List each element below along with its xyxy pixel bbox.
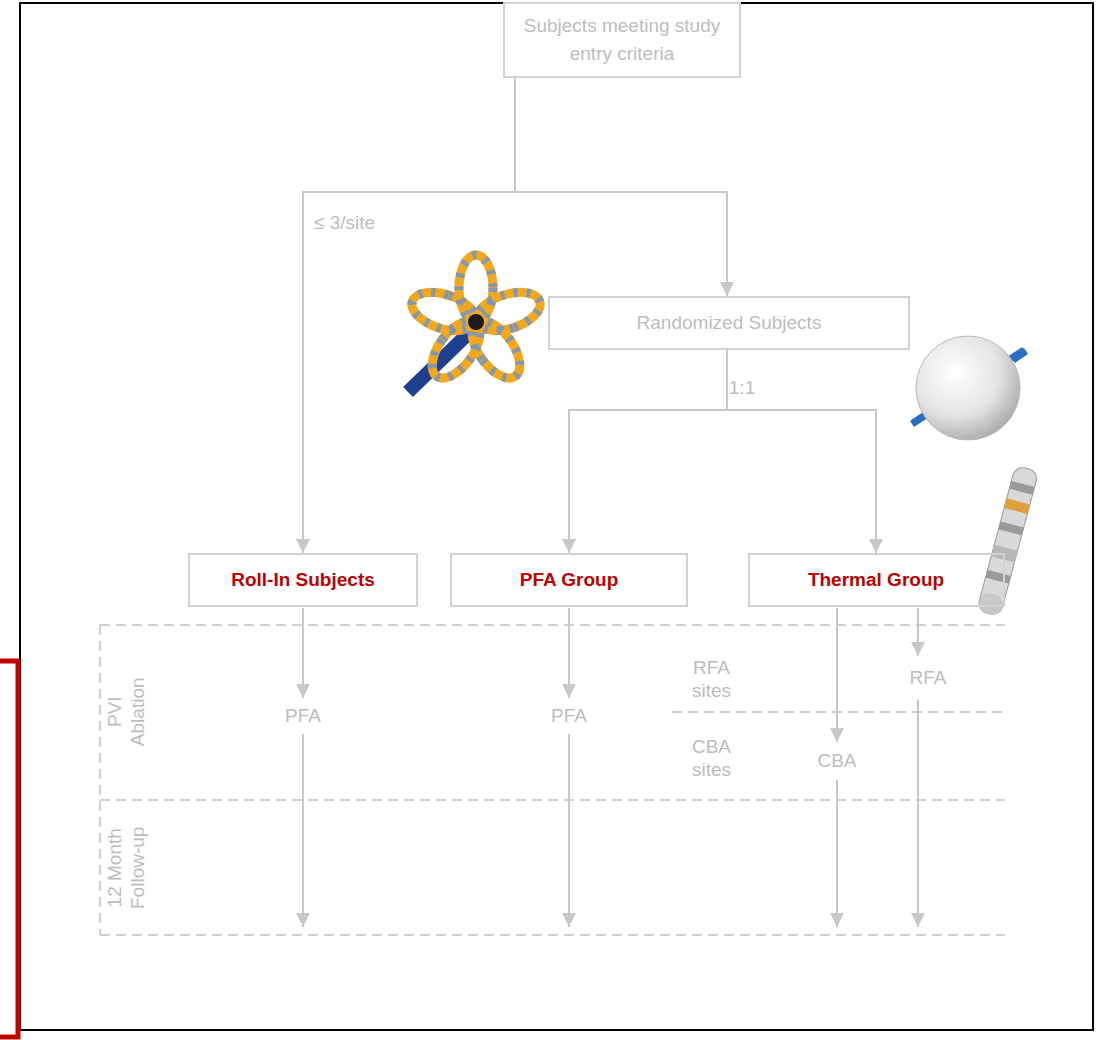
treatment-label: PFA xyxy=(551,705,588,728)
rf-catheter-icon xyxy=(977,465,1039,616)
band-edge xyxy=(99,625,101,935)
phase-label: PVI Ablation xyxy=(104,667,150,757)
pfa-catheter-icon xyxy=(407,255,545,392)
connector xyxy=(569,350,727,553)
band-line xyxy=(100,624,1005,626)
group-box: Thermal Group xyxy=(748,553,1005,607)
connector xyxy=(303,78,515,553)
site-label: RFA sites xyxy=(686,657,738,703)
balloon-tab xyxy=(913,416,924,423)
phase-bands xyxy=(100,625,1005,935)
flow-lines xyxy=(303,608,918,927)
flow-arrow xyxy=(302,608,304,698)
node-text: Roll-In Subjects xyxy=(231,566,375,594)
phase-label: 12 Month Follow-up xyxy=(104,813,150,923)
node-text: Thermal Group xyxy=(808,566,944,594)
petals xyxy=(407,255,545,386)
band-line xyxy=(100,799,1005,801)
flow-arrow xyxy=(917,700,919,927)
site-label: CBA sites xyxy=(686,736,738,782)
group-box: Roll-In Subjects xyxy=(188,553,418,607)
flow-arrow xyxy=(917,608,919,656)
flow-arrow xyxy=(836,780,838,927)
balloon xyxy=(916,336,1020,440)
cryoballoon-icon xyxy=(912,336,1026,440)
flow-arrow xyxy=(568,608,570,698)
flow-arrow xyxy=(568,734,570,927)
treatment-label: RFA xyxy=(909,667,947,690)
edge-label: ≤ 3/site xyxy=(312,212,377,235)
balloon-tab xyxy=(1013,351,1026,360)
red-bracket xyxy=(0,661,18,1037)
node-text: Subjects meeting study entry criteria xyxy=(517,12,727,67)
connector xyxy=(727,350,876,553)
band-line xyxy=(100,934,1005,936)
ratio-label: 1:1 xyxy=(729,377,756,400)
group-box: PFA Group xyxy=(450,553,688,607)
flow-arrow xyxy=(836,608,838,742)
node-text: Randomized Subjects xyxy=(637,309,822,337)
node-text: PFA Group xyxy=(520,566,619,594)
randomized-box: Randomized Subjects xyxy=(548,296,910,350)
site-divider xyxy=(672,711,1005,713)
outer-frame xyxy=(20,3,1093,1030)
flow-arrow xyxy=(302,734,304,927)
connector xyxy=(515,78,727,296)
treatment-label: CBA xyxy=(817,750,857,773)
entry-box: Subjects meeting study entry criteria xyxy=(503,2,741,78)
treatment-label: PFA xyxy=(285,705,322,728)
